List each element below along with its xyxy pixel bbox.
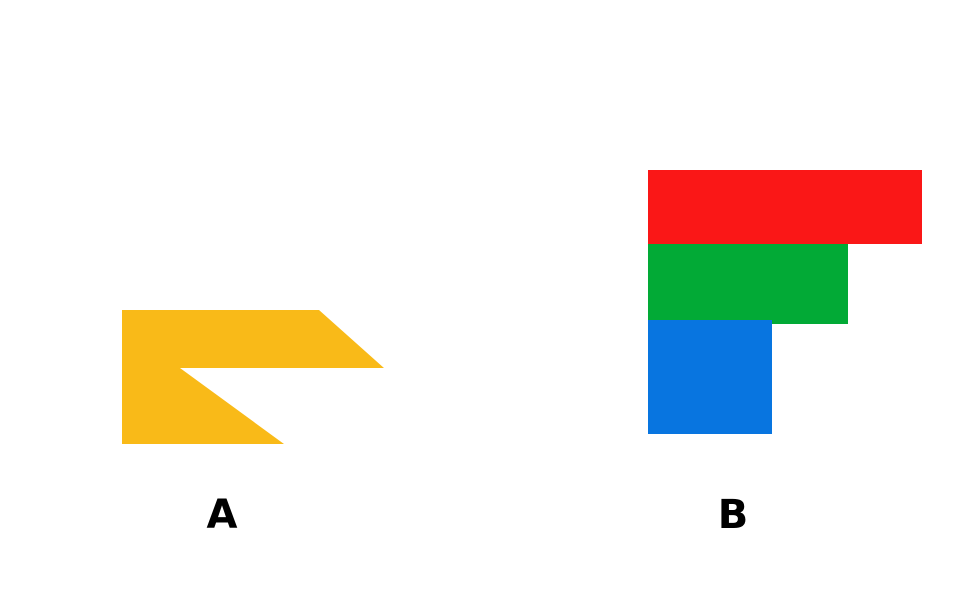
blue-bar bbox=[648, 320, 772, 434]
red-bar bbox=[648, 170, 922, 244]
green-bar bbox=[648, 244, 848, 324]
figure-label-a: A bbox=[206, 492, 238, 538]
figure-a bbox=[122, 310, 384, 444]
figure-b bbox=[648, 170, 922, 434]
yellow-notched-shape bbox=[122, 310, 384, 444]
figure-label-b: B bbox=[717, 492, 749, 538]
